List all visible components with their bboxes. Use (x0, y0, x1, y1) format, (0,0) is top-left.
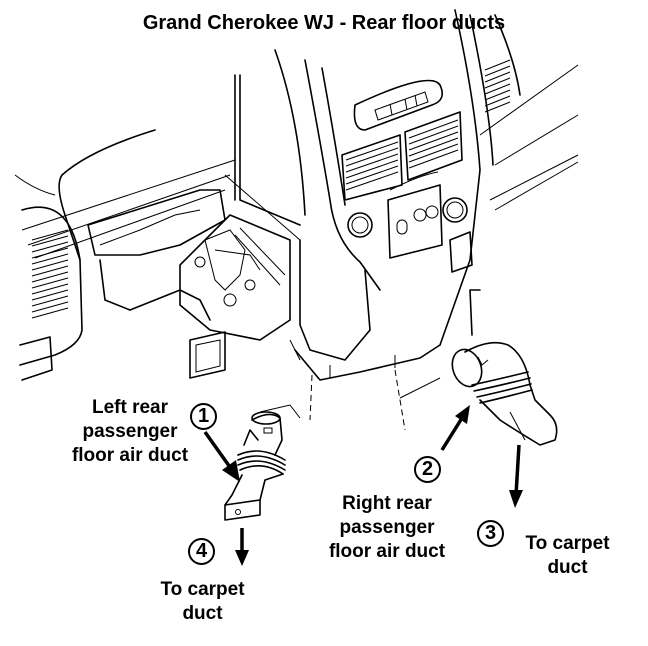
callout-4: 4 (188, 538, 215, 565)
label-line: floor air duct (71, 445, 189, 466)
column-mechanism (194, 227, 286, 307)
label-line: duct (547, 557, 588, 578)
label-line: floor air duct (328, 541, 446, 562)
arrow-left-carpet (235, 528, 249, 566)
radio-unit (353, 79, 443, 131)
callout-1: 1 (190, 403, 217, 430)
label-line: To carpet (525, 533, 610, 554)
diagram-title: Grand Cherokee WJ - Rear floor ducts (142, 12, 506, 34)
arrow-left-duct (203, 430, 240, 482)
label-left-duct: Left rear passenger floor air duct (60, 396, 200, 468)
label-right-duct: Right rear passenger floor air duct (320, 492, 454, 564)
label-line: duct (182, 603, 223, 624)
label-right-carpet: To carpet duct (510, 532, 625, 580)
callout-3: 3 (477, 520, 504, 547)
arrow-right-carpet (509, 444, 523, 508)
dashboard-drawing (14, 9, 579, 431)
left-rear-duct (224, 411, 286, 521)
label-line: To carpet (160, 579, 245, 600)
callout-2: 2 (414, 456, 441, 483)
climate-controls (347, 171, 468, 259)
label-line: Right rear (342, 493, 432, 514)
left-vent-grille (31, 229, 69, 319)
label-line: passenger (82, 421, 178, 442)
right-vent (484, 59, 511, 113)
label-line: passenger (339, 517, 435, 538)
label-left-carpet: To carpet duct (145, 578, 260, 626)
right-rear-duct (451, 341, 558, 446)
center-vents (341, 111, 463, 201)
arrow-right-duct (440, 405, 470, 451)
label-line: Left rear (91, 397, 169, 418)
